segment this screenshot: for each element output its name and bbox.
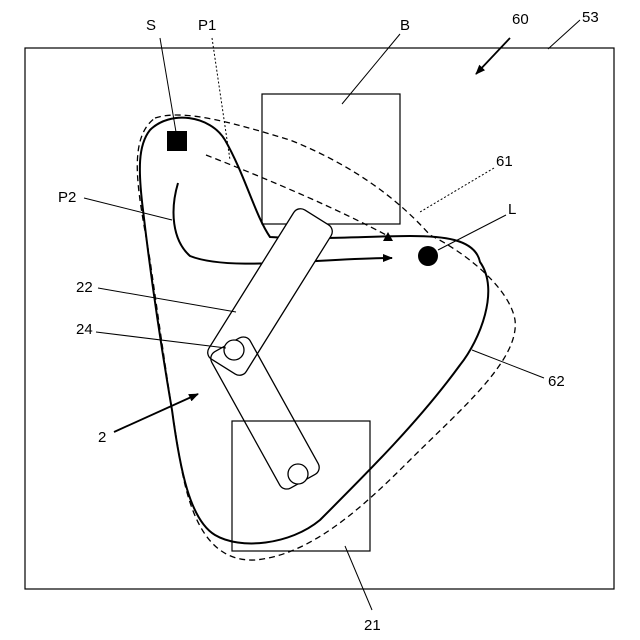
leader-p2 bbox=[84, 198, 172, 220]
leader-p1 bbox=[212, 38, 230, 160]
start-square-s bbox=[167, 131, 187, 151]
label-62: 62 bbox=[548, 373, 565, 390]
leader-53 bbox=[548, 20, 580, 49]
robot-arm bbox=[205, 206, 336, 492]
dashed-region-61 bbox=[137, 115, 515, 560]
arrow-60 bbox=[476, 38, 510, 74]
leader-l bbox=[438, 215, 506, 250]
label-61: 61 bbox=[496, 153, 513, 170]
label-2: 2 bbox=[98, 429, 106, 446]
label-24: 24 bbox=[76, 321, 93, 338]
base-joint bbox=[288, 464, 308, 484]
joint-24 bbox=[224, 340, 244, 360]
label-21: 21 bbox=[364, 617, 381, 634]
label-60: 60 bbox=[512, 11, 529, 28]
target-circle-l bbox=[418, 246, 438, 266]
outer-frame bbox=[25, 48, 614, 589]
label-s: S bbox=[146, 17, 156, 34]
leader-61 bbox=[420, 168, 494, 212]
label-p2: P2 bbox=[58, 189, 76, 206]
label-l: L bbox=[508, 201, 516, 218]
label-53: 53 bbox=[582, 9, 599, 26]
leader-s bbox=[160, 38, 176, 132]
label-p1: P1 bbox=[198, 17, 216, 34]
label-b: B bbox=[400, 17, 410, 34]
leader-22 bbox=[98, 288, 236, 312]
leader-21 bbox=[345, 546, 372, 610]
solid-region-62 bbox=[140, 118, 488, 544]
label-22: 22 bbox=[76, 279, 93, 296]
leader-62 bbox=[472, 350, 544, 378]
arrow-2 bbox=[114, 394, 198, 432]
